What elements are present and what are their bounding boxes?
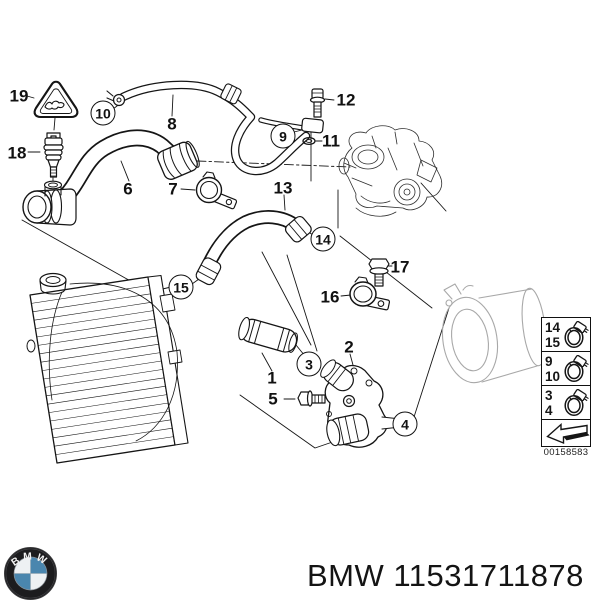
t-fitting-drawing (22, 180, 77, 226)
banjo-fitting-drawing (106, 90, 126, 107)
bolt-5-drawing (297, 390, 326, 407)
legend-number: 3 (545, 387, 553, 403)
callout-8[interactable]: 8 (167, 114, 177, 134)
thermostat-housing-2-drawing (320, 359, 401, 448)
callout-5[interactable]: 5 (268, 389, 278, 409)
callout-15[interactable]: 15 (168, 274, 194, 300)
radiator-filler-cap-drawing (39, 272, 67, 295)
callout-18[interactable]: 18 (7, 143, 27, 163)
legend-number: 4 (545, 402, 553, 418)
hose-6-drawing (22, 129, 200, 226)
hose-clamp-icon (564, 388, 589, 416)
legend-number: 15 (545, 334, 561, 350)
radiator-drawing (26, 272, 189, 464)
callout-3[interactable]: 3 (296, 351, 322, 377)
callout-16[interactable]: 16 (320, 287, 340, 307)
callout-9[interactable]: 9 (270, 123, 296, 149)
legend-row: 9 10 (542, 352, 590, 386)
legend-number: 14 (545, 319, 561, 335)
callout-14[interactable]: 14 (310, 226, 336, 252)
parts-diagram-drawing[interactable] (0, 0, 600, 540)
callout-1[interactable]: 1 (267, 368, 277, 388)
legend-number: 9 (545, 353, 553, 369)
intake-boot-ghost-drawing (441, 283, 547, 384)
callout-11[interactable]: 11 (322, 131, 340, 151)
legend-number: 10 (545, 368, 561, 384)
callout-19[interactable]: 19 (9, 86, 29, 106)
diagram-code: 00158583 (543, 447, 589, 458)
bolt-17-drawing (368, 258, 390, 287)
callout-4[interactable]: 4 (392, 411, 418, 437)
callout-10[interactable]: 10 (90, 100, 116, 126)
callout-12[interactable]: 12 (336, 90, 356, 110)
hose-clamp-icon (564, 354, 589, 382)
bolt-12-drawing (309, 88, 326, 118)
hose-13-drawing (195, 210, 312, 286)
clamp-legend-panel: 14 15 9 10 3 4 (541, 317, 591, 447)
hose-8-drawing (106, 80, 324, 176)
hose-clamp-icon (564, 320, 589, 348)
engine-assembly-drawing (338, 125, 443, 217)
callout-7[interactable]: 7 (168, 179, 178, 199)
legend-row: 14 15 (542, 318, 590, 352)
legend-row: 3 4 (542, 386, 590, 420)
bmw-roundel-icon: BMW (4, 547, 57, 600)
clamp-7-drawing (195, 171, 238, 210)
callout-2[interactable]: 2 (344, 337, 354, 357)
callout-17[interactable]: 17 (390, 257, 410, 277)
o-ring-11-drawing (302, 136, 316, 146)
clamp-16-drawing (349, 276, 391, 311)
callout-6[interactable]: 6 (123, 179, 133, 199)
direction-arrow-icon (546, 422, 590, 445)
callout-13[interactable]: 13 (273, 178, 293, 198)
temperature-sensor-18-drawing (43, 132, 64, 178)
warning-triangle-icon (33, 80, 79, 119)
hose-connector-1-drawing (238, 316, 298, 353)
legend-arrow-row (542, 420, 590, 446)
part-number-title: BMW 11531711878 (307, 558, 584, 593)
